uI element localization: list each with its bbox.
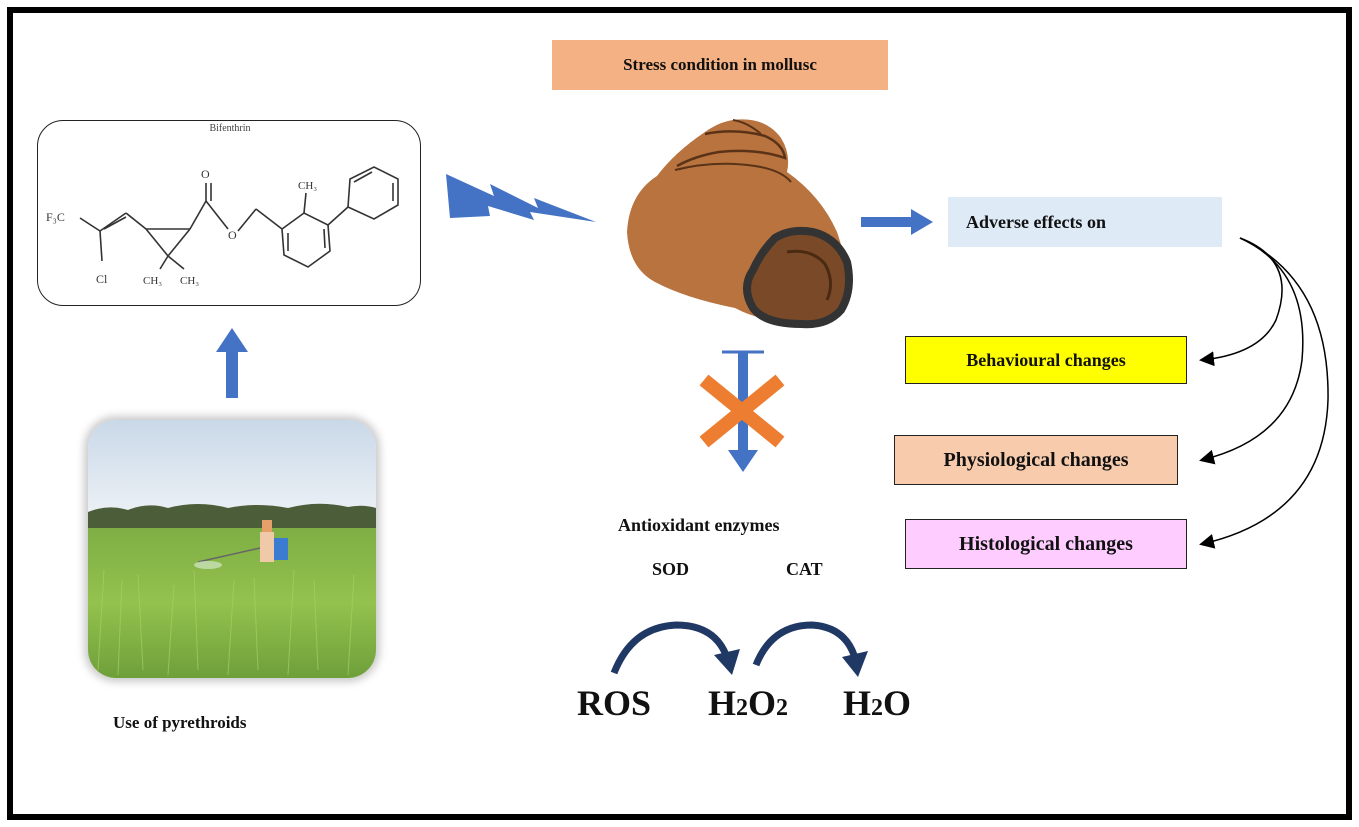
snail-shell-icon <box>627 119 853 329</box>
title-box: Stress condition in mollusc <box>552 40 888 90</box>
effect-label-physiological: Physiological changes <box>943 448 1129 471</box>
field-photo <box>88 420 376 678</box>
reaction-h2o: H2O <box>843 682 911 724</box>
label-f3c: F₃C <box>46 210 65 224</box>
label-cl: Cl <box>96 272 108 286</box>
cross-icon <box>699 374 785 448</box>
reaction-arrows <box>610 621 868 677</box>
blocked-arrow-icon <box>699 350 785 472</box>
label-ch3-left: CH₃ <box>143 275 162 287</box>
lightning-arrow-icon <box>446 174 596 222</box>
up-arrow-icon <box>216 328 248 398</box>
h2o2-o: O <box>748 683 777 723</box>
right-arrow-icon <box>861 209 933 235</box>
h2o2-h: H <box>708 683 737 723</box>
farmer-figure <box>262 520 272 534</box>
rice-field-image <box>88 420 376 678</box>
enzyme-cat: CAT <box>786 559 823 579</box>
effect-label-behavioural: Behavioural changes <box>966 349 1126 370</box>
molecule-box: Bifenthrin <box>37 120 421 306</box>
bifenthrin-structure: F₃C Cl CH₃ CH₃ O O CH₃ <box>46 166 399 287</box>
enzymes-heading: Antioxidant enzymes <box>618 515 780 535</box>
h2o2-sub2: 2 <box>776 695 789 721</box>
title-text: Stress condition in mollusc <box>623 55 817 74</box>
adverse-effects-box: Adverse effects on <box>948 197 1222 247</box>
effect-box-behavioural: Behavioural changes <box>905 336 1187 384</box>
h2o-sub: 2 <box>871 695 884 721</box>
label-carbonyl-o: O <box>201 167 210 181</box>
label-ester-o: O <box>228 228 237 242</box>
h2o-o: O <box>883 683 912 723</box>
enzyme-sod: SOD <box>652 559 690 579</box>
effect-curved-arrows <box>1199 237 1329 549</box>
label-ch3-right: CH₃ <box>180 275 199 287</box>
effect-label-histological: Histological changes <box>959 532 1133 555</box>
effect-box-physiological: Physiological changes <box>894 435 1178 485</box>
label-ch3-top: CH₃ <box>298 180 317 192</box>
h2o-h: H <box>843 683 872 723</box>
molecule-name: Bifenthrin <box>209 123 251 134</box>
photo-caption: Use of pyrethroids <box>113 713 247 732</box>
reaction-ros: ROS <box>577 683 652 723</box>
h2o2-sub1: 2 <box>736 695 749 721</box>
adverse-effects-label: Adverse effects on <box>966 211 1106 232</box>
reaction-h2o2: H2O2 <box>708 682 788 724</box>
effect-box-histological: Histological changes <box>905 519 1187 569</box>
